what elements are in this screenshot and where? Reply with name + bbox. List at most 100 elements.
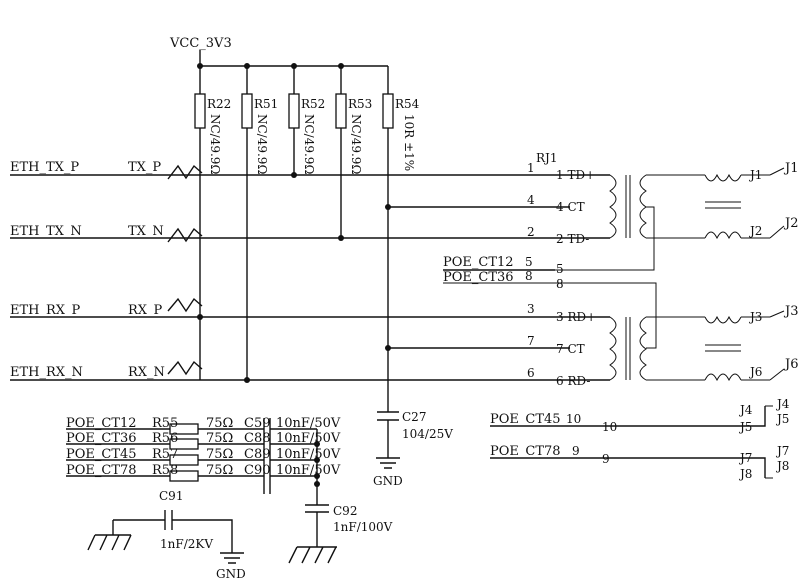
pin-3: 3: [527, 302, 535, 316]
r51-resistor: [241, 93, 253, 129]
poe-ct45-line: [490, 406, 766, 427]
junction-dot: [314, 473, 320, 479]
pin-4: 4: [527, 193, 535, 207]
jack-j3: J3: [748, 310, 762, 324]
junction-dot: [314, 441, 320, 447]
poe-ct36-label: POE_CT36: [443, 270, 514, 285]
bob-smith-resistor: [169, 438, 199, 450]
rx-port-leads: [769, 310, 785, 381]
r22-value: NC/49.9Ω: [208, 114, 222, 174]
c27-ref: C27: [402, 410, 426, 424]
rx-choke: [704, 315, 770, 382]
bob-smith-cap-ref: C59: [244, 416, 271, 431]
c27-value: 104/25V: [402, 427, 453, 441]
jack-j8-b: J8: [738, 467, 752, 481]
bob-smith-res-value: 75Ω: [206, 431, 233, 446]
jack-j7: J7: [775, 444, 789, 458]
c91-value: 1nF/2KV: [160, 537, 213, 551]
rd-plus-label: 3 RD+: [556, 310, 596, 324]
r54-resistor: [382, 93, 394, 129]
eth-rx-n-label: ETH_RX_N: [10, 365, 83, 380]
tx-port-leads: [769, 167, 785, 239]
ct-tx-label: 4 CT: [556, 200, 585, 214]
chassis-ground-icon: [87, 520, 132, 551]
gnd-label: GND: [373, 474, 403, 488]
c91-capacitor: [113, 510, 233, 545]
eth-rx-p-label: ETH_RX_P: [10, 303, 81, 318]
vcc-label: VCC_3V3: [169, 36, 232, 51]
r53-value: NC/49.9Ω: [349, 114, 363, 174]
jack-j5: J5: [775, 412, 789, 426]
pin-8-inner: 8: [556, 277, 564, 291]
bob-smith-res-ref: R57: [152, 447, 178, 462]
port-j1: J1: [783, 161, 798, 176]
r54-value: 10R ±1%: [402, 114, 416, 171]
junction-dot: [244, 377, 250, 383]
jack-j1: J1: [748, 168, 762, 182]
c92-capacitor: [305, 504, 329, 547]
rj1-ref: RJ1: [536, 151, 557, 165]
junction-dot: [385, 345, 391, 351]
jack-leads: [765, 405, 773, 479]
r54-ref: R54: [395, 97, 420, 111]
tx-transformer: [555, 174, 705, 271]
junction-dot: [385, 204, 391, 210]
ct78-pin-b: 9: [602, 452, 610, 466]
bob-smith-res-ref: R55: [152, 416, 178, 431]
rx-transformer: [443, 282, 705, 381]
r52-resistor: [288, 93, 300, 129]
td-minus-label: 2 TD-: [556, 232, 589, 246]
bob-smith-resistor: [169, 470, 199, 482]
esd-rx-n-icon: [167, 360, 203, 376]
pin-2: 2: [527, 225, 535, 239]
bob-smith-resistor: [169, 454, 199, 466]
eth-tx-p-label: ETH_TX_P: [10, 160, 79, 175]
r22-resistor: [194, 93, 206, 129]
pin-7: 7: [527, 334, 535, 348]
port-j6: J6: [783, 357, 798, 372]
c92-value: 1nF/100V: [333, 520, 393, 534]
ct-rx-label: 7 CT: [556, 342, 585, 356]
jack-j5-b: J5: [738, 420, 752, 434]
shared-cap-plates: [263, 418, 271, 494]
bob-smith-res-value: 75Ω: [206, 447, 233, 462]
esd-tx-p-icon: [167, 164, 203, 180]
jack-j4: J4: [738, 403, 753, 417]
rx-p-label: RX_P: [128, 303, 163, 318]
bob-smith-cap-ref: C89: [244, 447, 271, 462]
pin-5: 5: [525, 255, 533, 269]
tx-n-label: TX_N: [128, 224, 164, 239]
r53-resistor: [335, 93, 347, 129]
junction-dot: [338, 235, 344, 241]
jack-j4-b: J4: [775, 397, 790, 411]
pin-5-inner: 5: [556, 262, 564, 276]
poe-ct78-label: POE_CT78: [490, 444, 561, 459]
bob-smith-cap-ref: C90: [244, 463, 271, 478]
bob-smith-res-value: 75Ω: [206, 416, 233, 431]
junction-dot: [197, 314, 203, 320]
jack-j6: J6: [748, 365, 762, 379]
bob-smith-net-label: POE_CT12: [66, 416, 137, 431]
gnd-icon: [220, 552, 244, 564]
c27-capacitor: [377, 411, 399, 458]
gnd-label-bottom: GND: [216, 567, 246, 581]
bob-smith-net-label: POE_CT36: [66, 431, 137, 446]
bob-smith-res-ref: R58: [152, 463, 178, 478]
junction-dot: [314, 457, 320, 463]
eth-tx-n-label: ETH_TX_N: [10, 224, 82, 239]
poe-ct12-label: POE_CT12: [443, 255, 514, 270]
pin-1: 1: [527, 161, 535, 175]
bob-smith-res-value: 75Ω: [206, 463, 233, 478]
r53-ref: R53: [348, 97, 372, 111]
ct45-pin-b: 10: [602, 420, 617, 434]
pin-6: 6: [527, 366, 535, 380]
r52-value: NC/49.9Ω: [302, 114, 316, 174]
junction-dot: [291, 172, 297, 178]
tx-p-label: TX_P: [128, 160, 161, 175]
bob-smith-cap-value: 10nF/50V: [276, 463, 341, 478]
pin-8: 8: [525, 269, 533, 283]
bob-smith-cap-value: 10nF/50V: [276, 431, 341, 446]
bob-smith-cap-ref: C88: [244, 431, 271, 446]
